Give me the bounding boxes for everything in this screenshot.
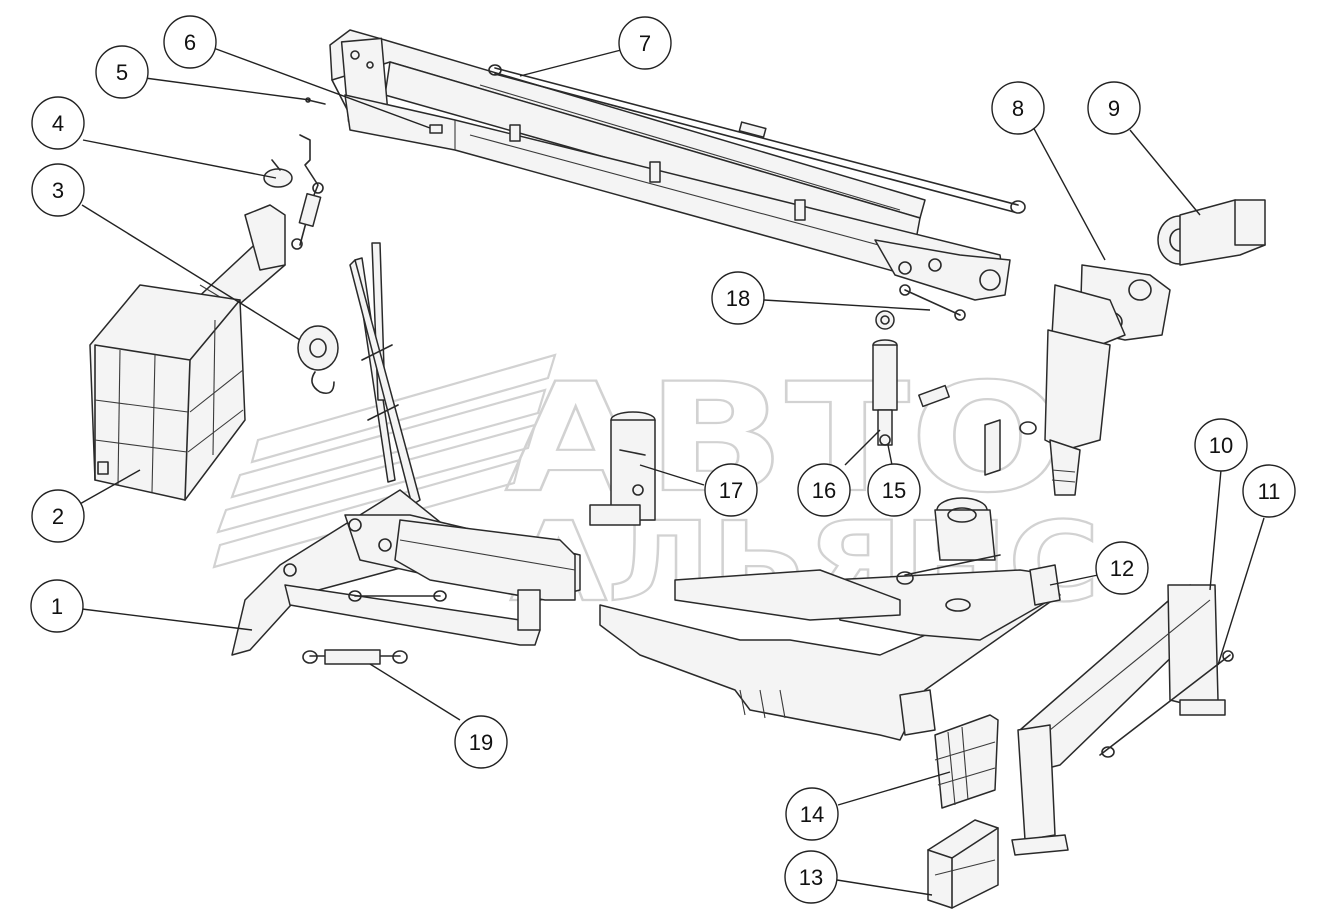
- callout-16: 16: [797, 463, 851, 517]
- callout-label: 18: [726, 286, 750, 311]
- a-frame-base-part: [231, 242, 581, 656]
- callout-label: 6: [184, 30, 196, 55]
- callout-7: 7: [618, 16, 672, 70]
- middle-boom-part: [344, 94, 1011, 321]
- callout-17: 17: [704, 463, 758, 517]
- callout-9: 9: [1087, 81, 1141, 135]
- callout-6: 6: [163, 15, 217, 69]
- pin-part: [305, 97, 326, 105]
- callout-label: 5: [116, 60, 128, 85]
- callout-14: 14: [785, 787, 839, 841]
- callout-15: 15: [867, 463, 921, 517]
- slewing-drive-part: [1044, 264, 1171, 496]
- main-frame-part: [599, 419, 1061, 741]
- small-cylinder-part: [302, 649, 408, 665]
- callout-label: 12: [1110, 556, 1134, 581]
- callout-label: 14: [800, 802, 824, 827]
- callout-label: 9: [1108, 96, 1120, 121]
- winch-part: [1157, 199, 1266, 266]
- callout-5: 5: [95, 45, 149, 99]
- callout-2: 2: [31, 489, 85, 543]
- callout-4: 4: [31, 96, 85, 150]
- callout-label: 15: [882, 478, 906, 503]
- callout-10: 10: [1194, 418, 1248, 472]
- callout-12: 12: [1095, 541, 1149, 595]
- leader-lines: [77, 45, 1265, 896]
- callout-label: 7: [639, 31, 651, 56]
- counterweight-plates-part: [934, 714, 999, 809]
- bracket-part: [263, 134, 324, 250]
- callout-19: 19: [454, 715, 508, 769]
- box-frame-part: [927, 819, 999, 909]
- column-part: [589, 411, 656, 526]
- boom-hydraulic-rod-part: [488, 64, 1026, 214]
- callout-markers: 1 2 3 4 5 6 7 8: [30, 15, 1296, 904]
- callout-13: 13: [784, 850, 838, 904]
- callout-label: 1: [51, 594, 63, 619]
- callout-label: 2: [52, 504, 64, 529]
- callout-label: 19: [469, 730, 493, 755]
- watermark-emblem-stripes: [212, 353, 557, 569]
- callout-label: 16: [812, 478, 836, 503]
- callout-label: 4: [52, 111, 64, 136]
- callout-1: 1: [30, 579, 84, 633]
- callout-11: 11: [1242, 464, 1296, 518]
- callout-label: 13: [799, 865, 823, 890]
- outrigger-part: [1011, 584, 1234, 856]
- callout-label: 17: [719, 478, 743, 503]
- callout-8: 8: [991, 81, 1045, 135]
- watermark-line-1: АВТО: [505, 352, 1065, 526]
- callout-18: 18: [711, 271, 765, 325]
- callout-label: 10: [1209, 433, 1233, 458]
- callout-3: 3: [31, 163, 85, 217]
- callout-label: 8: [1012, 96, 1024, 121]
- callout-label: 3: [52, 178, 64, 203]
- basket-part: [89, 284, 246, 501]
- callout-label: 11: [1258, 479, 1281, 504]
- vertical-cylinder-part: [872, 310, 950, 446]
